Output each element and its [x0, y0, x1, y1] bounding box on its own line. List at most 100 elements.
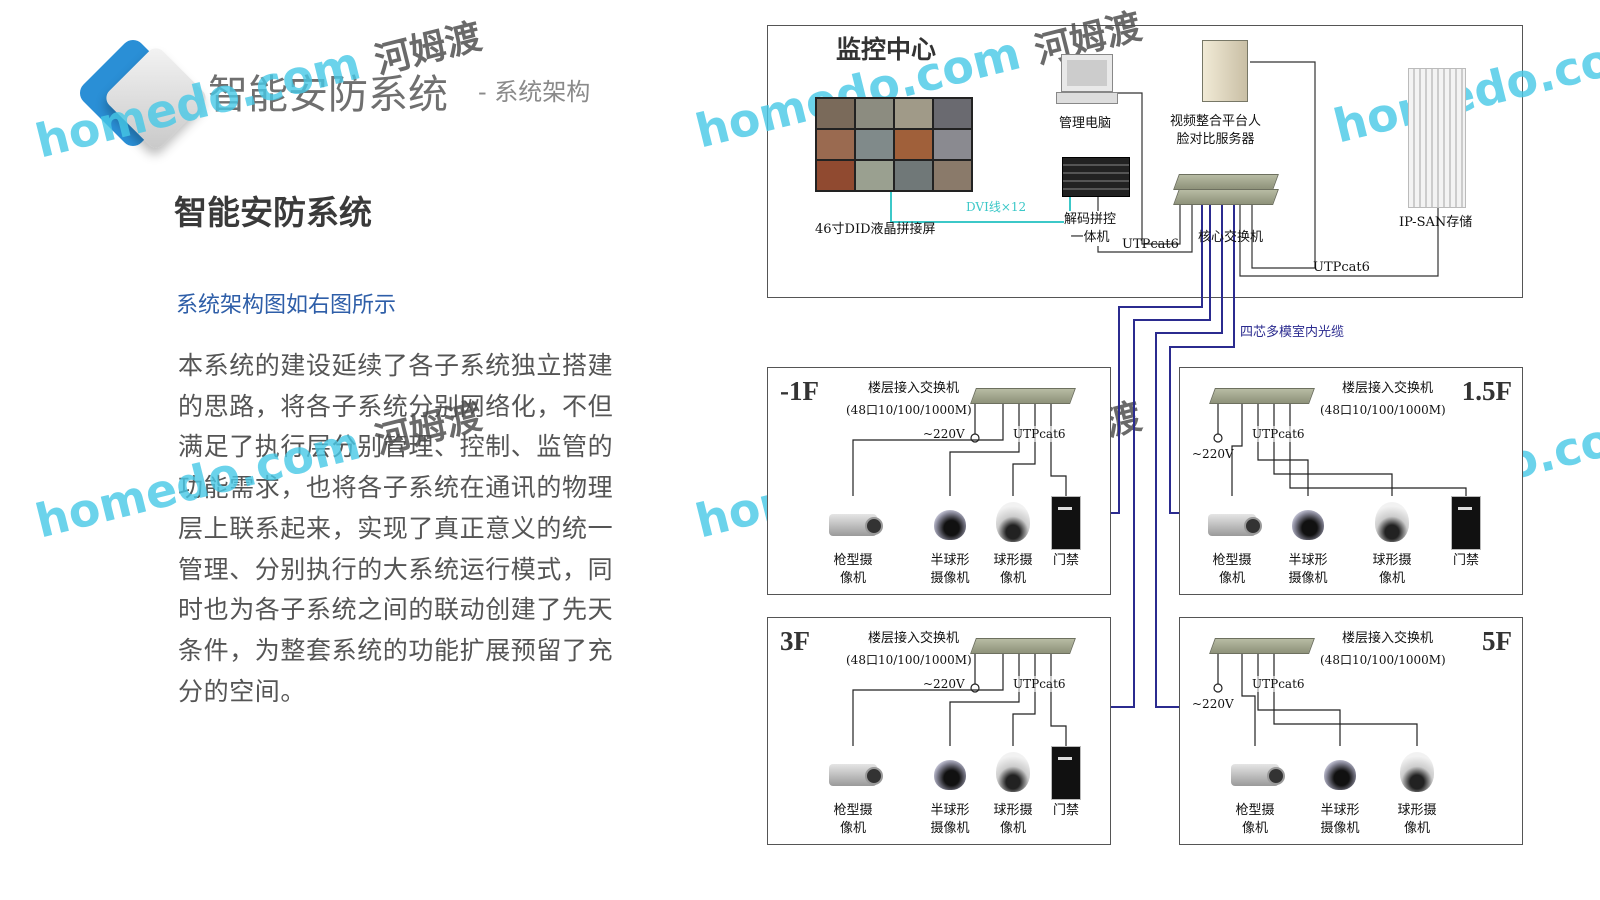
- device-label: 球形摄像机: [988, 802, 1038, 837]
- cable-label: UTPcat6: [1252, 426, 1305, 443]
- center-title: 监控中心: [836, 35, 937, 64]
- device-label-line2: 摄像机: [1288, 570, 1328, 586]
- video-wall-label: 46寸DID液晶拼接屏: [815, 222, 936, 237]
- cable-label: UTPcat6: [1013, 676, 1066, 693]
- video-tile: [934, 99, 971, 128]
- video-tile: [817, 130, 854, 159]
- gun-camera-icon: [1208, 514, 1262, 536]
- door-access-icon: [1451, 496, 1481, 550]
- cable-label: UTPcat6: [1013, 426, 1066, 443]
- dome-camera-icon: [934, 510, 966, 540]
- device-label-line1: 半球形: [930, 803, 970, 818]
- device-label-line1: 球形摄: [993, 553, 1033, 568]
- device-label-line2: 像机: [839, 820, 866, 836]
- device-label-line2: 摄像机: [930, 820, 970, 836]
- paragraph-line: 时也为各子系统之间的联动创建了先天: [178, 595, 614, 625]
- video-tile: [856, 99, 893, 128]
- cable-label: UTPcat6: [1252, 676, 1305, 693]
- device-label-line2: 摄像机: [930, 570, 970, 586]
- dome-camera-icon: [934, 760, 966, 790]
- device-label: 门禁: [1441, 552, 1491, 570]
- device-label: 半球形摄像机: [1315, 802, 1365, 837]
- dome-camera-icon: [1292, 510, 1324, 540]
- floor-label: 3F: [780, 626, 810, 656]
- floor-switch-spec: (48口10/100/1000M): [846, 653, 972, 667]
- paragraph-line: 分的空间。: [178, 676, 307, 706]
- floor-switch-icon: [970, 638, 1076, 654]
- dvi-cable: [890, 192, 1071, 223]
- device-label: 枪型摄像机: [1207, 552, 1257, 587]
- dome-camera-icon: [1324, 760, 1356, 790]
- device-label-line1: 枪型摄: [833, 803, 873, 818]
- device-label: 球形摄像机: [1367, 552, 1417, 587]
- floor-switch-icon: [970, 388, 1076, 404]
- video-tile: [817, 99, 854, 128]
- storage-label: IP-SAN存储: [1399, 215, 1473, 230]
- floor-switch-spec: (48口10/100/1000M): [846, 403, 972, 417]
- server-icon: [1202, 40, 1248, 102]
- device-label: 枪型摄像机: [828, 552, 878, 587]
- video-tile: [895, 161, 932, 190]
- device-label: 半球形摄像机: [1283, 552, 1333, 587]
- video-tile: [895, 99, 932, 128]
- video-tile: [817, 161, 854, 190]
- paragraph-line: 功能需求，也将各子系统在通讯的物理: [178, 473, 614, 503]
- power-label: ~220V: [1192, 697, 1234, 711]
- device-label: 枪型摄像机: [1230, 802, 1280, 837]
- device-label-line1: 门禁: [1452, 553, 1479, 568]
- fiber-label: 四芯多模室内光缆: [1240, 325, 1345, 340]
- device-label: 门禁: [1041, 802, 1091, 820]
- device-label-line1: 门禁: [1052, 553, 1079, 568]
- power-label: ~220V: [923, 677, 965, 691]
- decoder-icon: [1062, 157, 1130, 197]
- decoder-label: 解码拼控一体机: [1064, 211, 1117, 247]
- speed-camera-icon: [996, 502, 1030, 542]
- paragraph-line: 层上联系起来，实现了真正意义的统一: [178, 513, 614, 543]
- dvi-label: DVI线×12: [966, 200, 1027, 214]
- core-switch-icon-bottom: [1173, 189, 1279, 205]
- device-label-line2: 像机: [999, 820, 1026, 836]
- paragraph-line: 本系统的建设延续了各子系统独立搭建: [178, 351, 614, 380]
- video-tile: [934, 161, 971, 190]
- floor-switch-label: 楼层接入交换机: [868, 381, 960, 396]
- floor-switch-icon: [1209, 388, 1315, 404]
- device-label-line1: 枪型摄: [833, 553, 873, 568]
- video-tile: [856, 130, 893, 159]
- door-access-icon: [1051, 746, 1081, 800]
- server-label: 视频整合平台人脸对比服务器: [1170, 113, 1261, 148]
- floor-switch-label: 楼层接入交换机: [868, 631, 960, 646]
- device-label-line2: 像机: [1378, 570, 1405, 586]
- device-label-line2: 像机: [1241, 820, 1268, 836]
- gun-camera-icon: [829, 764, 883, 786]
- device-label: 半球形摄像机: [925, 802, 975, 837]
- gun-camera-icon: [829, 514, 883, 536]
- intro-text: 系统架构图如右图所示: [176, 293, 397, 318]
- video-tile: [856, 161, 893, 190]
- video-tile: [934, 130, 971, 159]
- utp-cables: [1097, 61, 1439, 277]
- core-switch-icon-top: [1173, 174, 1279, 190]
- utp-label-1: UTPcat6: [1122, 237, 1179, 252]
- section-title: 智能安防系统: [174, 193, 372, 232]
- door-access-icon: [1051, 496, 1081, 550]
- device-label-line2: 像机: [1218, 570, 1245, 586]
- device-label-line2: 像机: [1403, 820, 1430, 836]
- body-paragraph: 本系统的建设延续了各子系统独立搭建的思路，将各子系统分别网络化，不但满足了执行层…: [178, 346, 613, 712]
- paragraph-line: 管理、分别执行的大系统运行模式，同: [178, 554, 614, 584]
- device-label-line2: 像机: [839, 570, 866, 586]
- device-label-line1: 球形摄: [993, 803, 1033, 818]
- pc-base-icon: [1056, 92, 1118, 104]
- fiber-cables: [1111, 205, 1235, 708]
- device-label-line2: 摄像机: [1320, 820, 1360, 836]
- pc-label: 管理电脑: [1059, 116, 1112, 131]
- header-title: 智能安防系统: [208, 72, 448, 118]
- paragraph-line: 满足了执行层分别管理、控制、监管的: [178, 432, 614, 462]
- pc-icon: [1061, 54, 1113, 92]
- floor-label: 1.5F: [1461, 376, 1512, 406]
- floor-switch-icon: [1209, 638, 1315, 654]
- speed-camera-icon: [1375, 502, 1409, 542]
- device-label-line1: 门禁: [1052, 803, 1079, 818]
